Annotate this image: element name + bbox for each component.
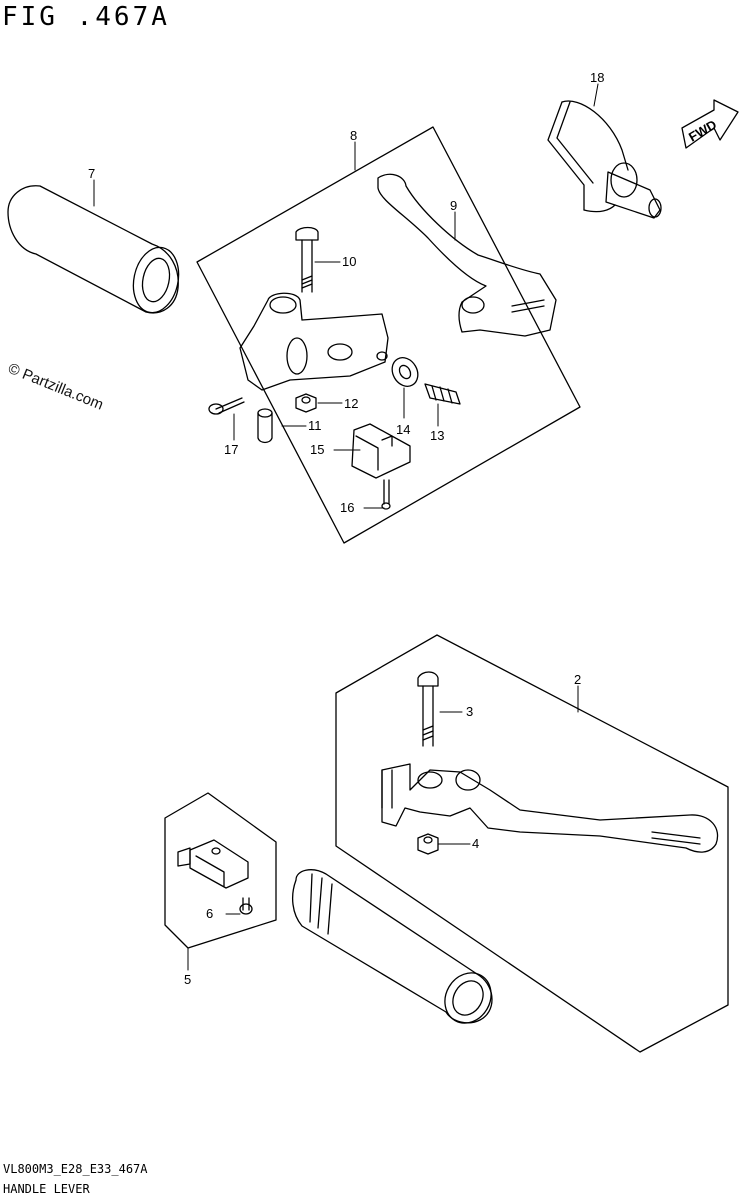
callout-8: 8 (350, 128, 357, 143)
nut-12 (295, 393, 317, 413)
group-box-8 (196, 126, 581, 544)
fwd-label: FWD (686, 117, 719, 145)
throttle-grip-1 (291, 869, 493, 1024)
callout-14: 14 (396, 422, 410, 437)
adjuster-screw-13 (424, 383, 461, 405)
leader-lines (93, 83, 599, 971)
lever-bracket (239, 292, 389, 391)
callout-16: 16 (340, 500, 354, 515)
callout-18: 18 (590, 70, 604, 85)
callout-5: 5 (184, 972, 191, 987)
switch-5 (177, 839, 249, 889)
callout-labels: 7 18 8 9 10 12 11 14 13 17 15 16 2 3 4 6… (88, 70, 604, 987)
callout-4: 4 (472, 836, 479, 851)
screw-6 (239, 897, 253, 915)
callout-12: 12 (344, 396, 358, 411)
footer-code: VL800M3_E28_E33_467A (3, 1162, 148, 1176)
callout-3: 3 (466, 704, 473, 719)
footer-name: HANDLE LEVER (3, 1182, 90, 1196)
group-box-2 (335, 634, 729, 1053)
callout-2: 2 (574, 672, 581, 687)
callout-17: 17 (224, 442, 238, 457)
callout-6: 6 (206, 906, 213, 921)
cable-boot-18 (547, 100, 662, 219)
switch-15 (351, 423, 411, 479)
callout-7: 7 (88, 166, 95, 181)
screw-16 (381, 479, 391, 510)
figure-title: FIG .467A (2, 2, 170, 32)
callout-11: 11 (308, 418, 322, 433)
adjuster-14 (391, 357, 419, 387)
brake-lever-2 (381, 763, 719, 853)
callout-15: 15 (310, 442, 324, 457)
clutch-lever-9 (377, 173, 557, 337)
pivot-bolt-10 (295, 226, 319, 293)
callout-9: 9 (450, 198, 457, 213)
pivot-bolt-3 (417, 671, 439, 747)
bushing-11 (257, 408, 273, 444)
group-box-5 (164, 792, 277, 949)
nut-4 (417, 833, 439, 855)
screw-17 (208, 397, 245, 415)
callout-10: 10 (342, 254, 356, 269)
callout-13: 13 (430, 428, 444, 443)
fwd-arrow (681, 99, 739, 149)
grip-7 (7, 185, 180, 314)
